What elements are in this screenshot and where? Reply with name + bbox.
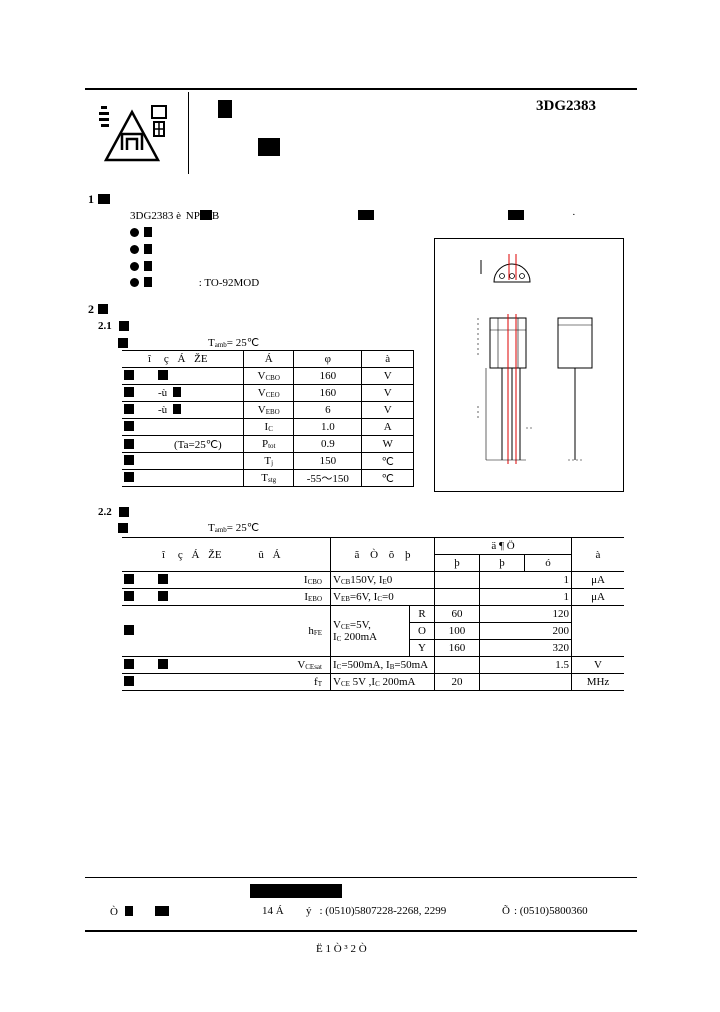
max-ratings-tamb: Tamb= 25℃: [208, 338, 259, 349]
subsection-2-1-number: 2.1: [98, 320, 112, 332]
package-name: TO-92MOD: [204, 277, 260, 289]
table-row: IEBO VEB=6V, IC=0 1 μA: [122, 588, 624, 606]
header-divider: [188, 92, 189, 174]
description-line: 3DG2383 è NP B: [130, 210, 219, 222]
page-number: Ë 1 Ò ³ 2 Ò: [316, 943, 367, 955]
tamb-value: = 25℃: [226, 337, 260, 349]
header-top-rule: [85, 88, 637, 90]
table-row: Tstg -55～150 ℃: [122, 469, 414, 487]
header-subtitle-mark: [258, 138, 280, 156]
elec-tamb: Tamb= 25℃: [208, 522, 260, 534]
footer-tel: ý: (0510)5807228-2268, 2299: [306, 905, 447, 917]
elec-label: [118, 523, 128, 533]
feature-bullet-1: [130, 226, 152, 238]
company-logo: [96, 98, 182, 172]
max-ratings-label: [118, 338, 128, 348]
footer-bottom-rule: [85, 930, 637, 932]
table-row: VCBO 160 V: [122, 367, 414, 385]
description-np: NP: [185, 210, 200, 222]
header-unit: à: [361, 350, 414, 368]
feature-bullet-3: [130, 260, 152, 272]
description-dot: ·: [572, 209, 576, 221]
table-row: VCEsat IC=500mA, IB=50mA 1.5 V: [122, 656, 624, 674]
header-param: î ç Á ŽE: [122, 350, 245, 368]
footer-address-line: Ò: [110, 906, 170, 918]
table-header-row: î ç Á ŽE û Á ã Ò õ þ ä ¶ Ö à: [122, 537, 624, 572]
package-colon: :: [198, 277, 202, 289]
electrical-characteristics-table: î ç Á ŽE û Á ã Ò õ þ ä ¶ Ö à þ þ ó ICBO …: [122, 537, 624, 691]
feature-bullet-4: : TO-92MOD: [130, 277, 259, 289]
section-1-number: 1: [88, 192, 94, 206]
section-2-title: [98, 304, 108, 314]
tamb-symbol: T: [208, 337, 215, 349]
header-symbol: Á: [243, 350, 295, 368]
footer-top-rule: [85, 877, 637, 878]
address-label: Ò: [110, 906, 118, 918]
header-title-mark: [218, 100, 232, 118]
table-row: fT VCE 5V ,IC 200mA 20 MHz: [122, 673, 624, 691]
section-1-title: [98, 194, 110, 204]
header-value: φ: [293, 350, 363, 368]
description-b: B: [211, 210, 220, 222]
group-header: ä ¶ Ö: [434, 537, 572, 555]
description-mark-2: [358, 210, 374, 220]
table-row: O 100 200: [122, 622, 624, 640]
feature-bullet-2: [130, 243, 152, 255]
package-outline-drawing: [434, 238, 624, 492]
max-ratings-table: î ç Á ŽE Á φ à VCBO 160 V -ù VCEO 160 V …: [122, 350, 414, 487]
table-row: -ù VEBO 6 V: [122, 401, 414, 419]
table-row: Tj 150 ℃: [122, 452, 414, 470]
table-row: IC 1.0 A: [122, 418, 414, 436]
footer-company-name: [250, 884, 342, 898]
description-mark: [199, 210, 212, 220]
tamb-sub: amb: [214, 341, 227, 349]
description-prefix: 3DG2383 è: [130, 210, 182, 222]
section-2-number: 2: [88, 302, 94, 316]
subsection-2-2-title: [119, 507, 129, 517]
part-number: 3DG2383: [536, 98, 596, 114]
footer-address-number: 14 Á: [262, 905, 284, 917]
table-row: hFE VCE=5V,IC 200mA R 60 120: [122, 605, 624, 657]
table-row: ICBO VCB150V, IE0 1 μA: [122, 571, 624, 589]
footer-fax: Õ: (0510)5800360: [502, 905, 588, 917]
table-row: Y 160 320: [122, 639, 624, 657]
table-header-row: î ç Á ŽE Á φ à: [122, 350, 414, 368]
description-mark-3: [508, 210, 524, 220]
table-row: (Ta=25℃) Ptot 0.9 W: [122, 435, 414, 453]
subsection-2-1-title: [119, 321, 129, 331]
table-row: -ù VCEO 160 V: [122, 384, 414, 402]
subsection-2-2-number: 2.2: [98, 506, 112, 518]
table-subheader-row: þ þ ó: [122, 554, 624, 572]
